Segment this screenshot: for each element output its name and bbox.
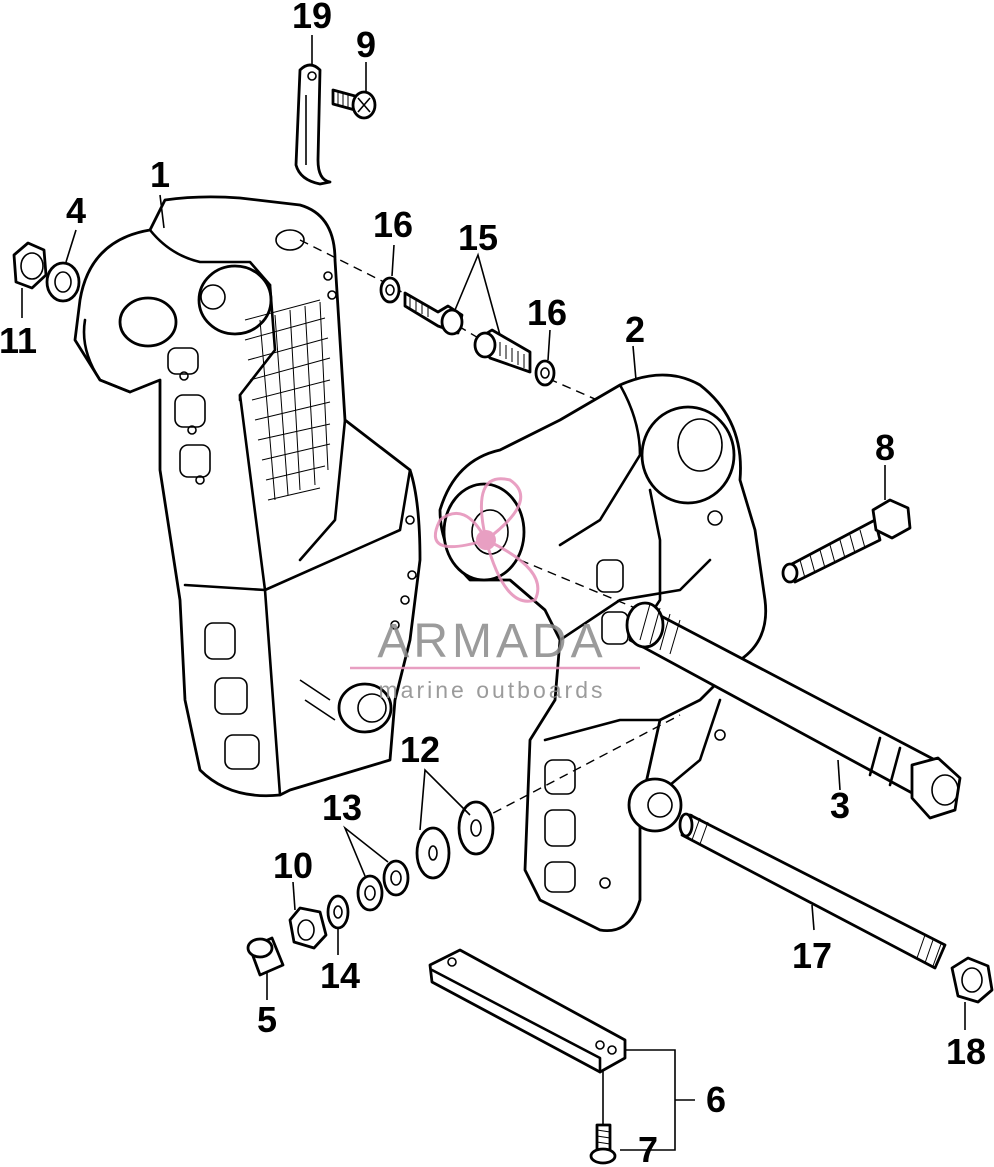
watermark-brand: ARMADA xyxy=(377,615,606,668)
part-17-rod xyxy=(678,812,947,970)
part-19-tilt-lock-lever xyxy=(294,63,332,186)
part-9-screw xyxy=(331,88,377,120)
part-14-washer xyxy=(326,894,350,930)
callout-4: 4 xyxy=(66,190,86,231)
part-16-washer-lower xyxy=(534,359,556,387)
callout-15: 15 xyxy=(458,217,498,258)
part-11-nut xyxy=(12,241,48,290)
callout-14: 14 xyxy=(320,955,360,996)
callout-1: 1 xyxy=(150,154,170,195)
callout-2: 2 xyxy=(625,309,645,350)
part-7-screw xyxy=(589,1123,617,1165)
part-8-bolt xyxy=(781,498,912,584)
part-5-bushing xyxy=(246,936,285,977)
part-15-screw-lower xyxy=(473,328,532,374)
callout-3: 3 xyxy=(830,785,850,826)
watermark-tagline: marine outboards xyxy=(379,677,606,703)
part-12-washers xyxy=(415,800,495,880)
callout-8: 8 xyxy=(875,427,895,468)
callout-19: 19 xyxy=(292,0,332,36)
callout-7: 7 xyxy=(638,1129,658,1167)
part-10-nut xyxy=(288,906,328,950)
callout-16-lower: 16 xyxy=(527,292,567,333)
part-4-washer xyxy=(45,261,81,303)
callout-18: 18 xyxy=(946,1031,986,1072)
part-1-clamp-bracket-left xyxy=(73,195,422,798)
part-3-tilt-tube xyxy=(625,601,962,820)
callout-12: 12 xyxy=(400,729,440,770)
part-15-screw-upper xyxy=(403,291,464,336)
part-6-plate xyxy=(428,948,627,1074)
propeller-logo-icon xyxy=(433,477,540,603)
callout-13: 13 xyxy=(322,787,362,828)
part-13-washers xyxy=(356,859,410,912)
callout-6: 6 xyxy=(706,1079,726,1120)
callout-9: 9 xyxy=(356,24,376,65)
callout-16-upper: 16 xyxy=(373,204,413,245)
part-16-washer-upper xyxy=(379,276,401,304)
callout-11: 11 xyxy=(0,320,37,361)
part-18-nut xyxy=(950,956,994,1004)
callout-10: 10 xyxy=(273,845,313,886)
callout-17: 17 xyxy=(792,935,832,976)
callout-5: 5 xyxy=(257,999,277,1040)
armada-watermark: ARMADA marine outboards xyxy=(350,477,640,703)
